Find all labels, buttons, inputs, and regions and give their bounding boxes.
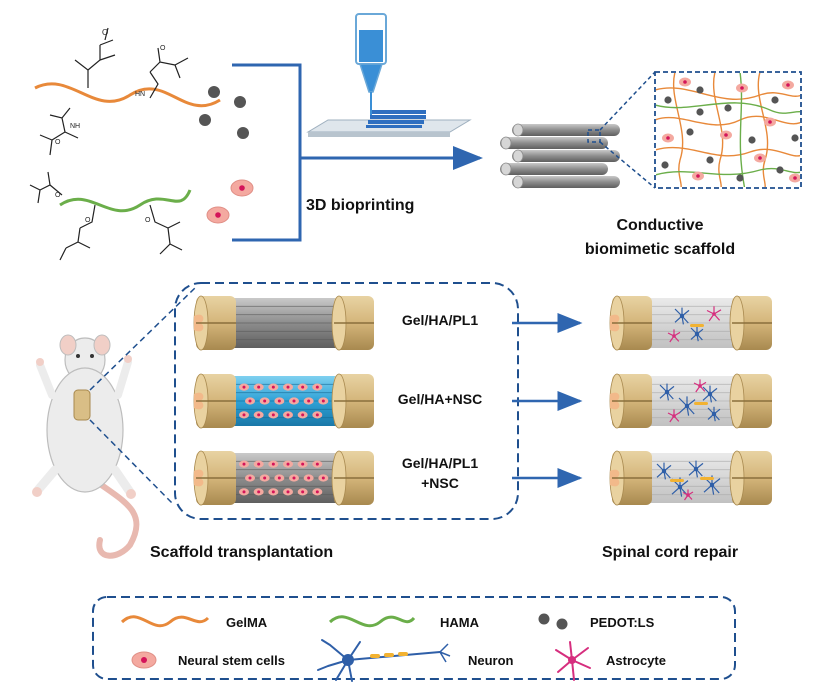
scaffold-rod (500, 136, 608, 150)
neuron-mark (678, 396, 696, 416)
spinal-cord-segment (193, 373, 374, 429)
astrocyte-mark (667, 329, 681, 343)
astrocyte-mark (682, 489, 694, 501)
hydrogel-network-zoom (654, 71, 802, 189)
legend-pedot: PEDOT:LS (538, 613, 655, 630)
group-2-label: Gel/HA+NSC (398, 391, 482, 407)
neuron-mark (702, 385, 718, 403)
astrocyte-mark (706, 306, 722, 322)
bioprinting-label: 3D bioprinting (306, 197, 414, 214)
legend-nsc: Neural stem cells (131, 651, 285, 669)
neuron-mark (659, 383, 675, 401)
legend-nsc-label: Neural stem cells (178, 653, 285, 668)
repair-label: Spinal cord repair (602, 544, 738, 561)
scaffold-rod-bundle (500, 123, 620, 189)
svg-text:O: O (85, 217, 91, 224)
legend-neuron-label: Neuron (468, 653, 514, 668)
legend-gelma: GelMA (120, 615, 268, 630)
legend-hama: HAMA (328, 615, 480, 630)
gelma-chain-molecule: O NH HN O O (34, 27, 221, 156)
svg-text:O: O (102, 28, 108, 37)
scaffold-rod (512, 175, 620, 189)
svg-text:NH: NH (70, 123, 80, 130)
legend-neuron: Neuron (317, 639, 514, 682)
legend-box (92, 596, 736, 680)
astrocyte-mark (693, 379, 707, 393)
group-3-label-line1: Gel/HA/PL1 (402, 455, 478, 471)
zoom-indicator (587, 71, 656, 189)
neuron-mark (688, 460, 704, 478)
spinal-cord-segment (609, 373, 772, 429)
merge-bracket (232, 63, 483, 242)
rat-illustration (32, 334, 140, 559)
legend-astrocyte-label: Astrocyte (606, 653, 666, 668)
neuron-mark (707, 406, 721, 422)
repair-arrows (512, 313, 583, 488)
spinal-cord-segment (193, 295, 374, 351)
nsc-cells (206, 179, 254, 224)
legend-gelma-label: GelMA (226, 615, 268, 630)
group-3-label-line2: +NSC (421, 475, 459, 491)
neuron-mark (656, 462, 672, 480)
scaffold-label-line2: biomimetic scaffold (585, 241, 735, 258)
svg-text:O: O (55, 192, 61, 199)
spinal-cord-segment (193, 450, 374, 506)
svg-text:O: O (160, 45, 166, 52)
scaffold-rod (512, 123, 620, 137)
svg-text:HN: HN (135, 91, 145, 98)
bioprinter-icon (306, 13, 472, 137)
svg-text:O: O (55, 139, 61, 146)
spinal-cord-segment (609, 295, 772, 351)
legend-astrocyte: Astrocyte (555, 641, 666, 681)
neuron-mark (690, 326, 704, 342)
legend-pedot-label: PEDOT:LS (590, 615, 655, 630)
pedot-particles (199, 86, 249, 139)
spinal-cord-segment (609, 450, 772, 506)
scaffold-label-line1: Conductive (616, 217, 703, 234)
neuron-mark (674, 307, 690, 325)
hama-chain-molecule: O O O (29, 171, 192, 261)
scaffold-rod (500, 162, 608, 176)
legend-hama-label: HAMA (440, 615, 480, 630)
group-1-label: Gel/HA/PL1 (402, 312, 478, 328)
scaffold-rod (512, 149, 620, 163)
transplantation-label: Scaffold transplantation (150, 544, 333, 561)
rat-zoom-lines (89, 286, 197, 506)
svg-text:O: O (145, 217, 151, 224)
astrocyte-mark (667, 409, 681, 423)
